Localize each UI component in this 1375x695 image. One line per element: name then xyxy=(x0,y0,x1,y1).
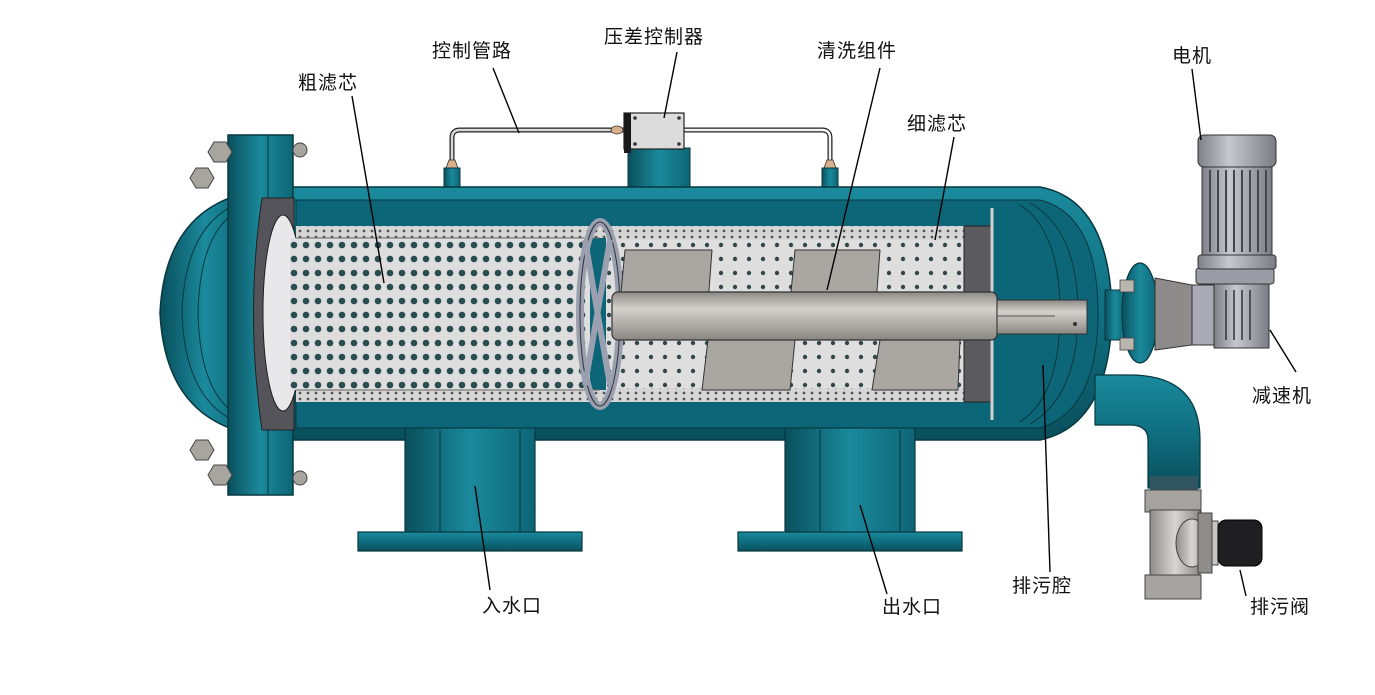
label-drain-chamber: 排污腔 xyxy=(1010,575,1075,597)
gear-reducer xyxy=(1191,267,1275,349)
leader-lines xyxy=(351,51,1297,597)
cleaning-assembly xyxy=(576,218,1088,410)
label-coarse-screen: 粗滤芯 xyxy=(296,72,361,94)
label-inlet: 入水口 xyxy=(480,595,545,617)
label-drain-valve: 排污阀 xyxy=(1248,596,1313,618)
label-outlet: 出水口 xyxy=(880,596,945,618)
label-fine-screen: 细滤芯 xyxy=(905,113,970,135)
label-motor: 电机 xyxy=(1170,45,1215,67)
outlet-nozzle xyxy=(737,427,963,552)
end-cover-flange xyxy=(159,134,308,496)
inlet-nozzle xyxy=(357,427,583,552)
label-cleaning-assembly: 清洗组件 xyxy=(815,40,900,62)
label-dp-controller: 压差控制器 xyxy=(602,26,707,48)
differential-pressure-controller xyxy=(610,112,691,191)
motor xyxy=(1197,134,1277,270)
drain-pipe xyxy=(1094,374,1201,490)
drain-valve xyxy=(1144,489,1263,600)
label-gear-reducer: 减速机 xyxy=(1250,385,1315,407)
drive-flange xyxy=(1104,262,1193,364)
coarse-screen xyxy=(290,226,606,402)
label-control-pipe: 控制管路 xyxy=(430,40,515,62)
